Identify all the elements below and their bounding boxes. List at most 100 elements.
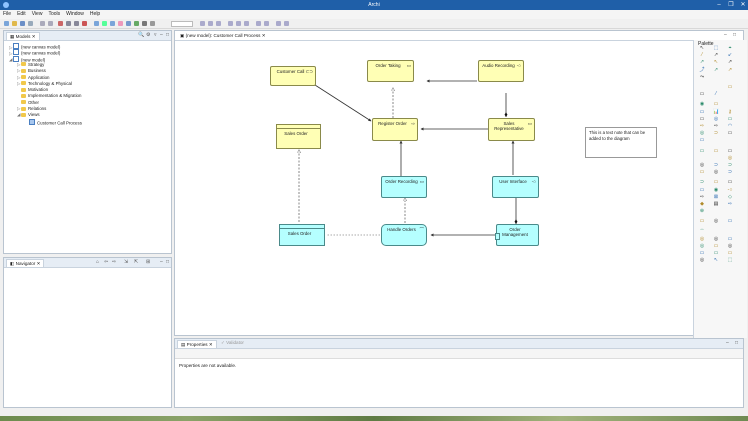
tree-item[interactable]: ▷(new canvas model) (9, 43, 60, 51)
palette-tool-icon[interactable]: ▭ (727, 218, 733, 225)
expanded-arrow-icon[interactable]: ◢ (9, 57, 13, 63)
palette-tool-icon[interactable]: ◎ (713, 115, 719, 122)
diagram-canvas[interactable]: Customer Call⊂⊃ Order Taking▭ Audio Reco… (175, 41, 693, 335)
align-right-icon[interactable] (216, 21, 221, 26)
palette-tool-icon[interactable]: ▭ (699, 250, 705, 257)
palette-tool-icon[interactable]: ◎ (699, 243, 705, 249)
palette-tool-icon[interactable]: ↗ (727, 59, 733, 66)
palette-tool-icon[interactable]: ▭ (699, 186, 705, 193)
palette-tool-icon[interactable]: ⤴ (699, 66, 705, 73)
validator-tab[interactable]: ✓ Validator (221, 340, 244, 345)
collapsed-arrow-icon[interactable]: ▷ (9, 44, 13, 50)
palette-tool-icon[interactable]: ⬚ (727, 257, 733, 264)
search-icon[interactable] (150, 21, 155, 26)
palette-tool-icon[interactable]: ⇨ (699, 193, 705, 200)
palette-tool-icon[interactable]: ◎ (713, 218, 719, 225)
palette-tool-icon[interactable]: ▭ (699, 169, 705, 176)
tree-item[interactable]: Implementation & Migration (17, 93, 81, 98)
palette-tool-icon[interactable]: ▭ (727, 130, 733, 137)
view-menu-icon[interactable]: ▿ (154, 32, 157, 38)
undo-icon[interactable] (40, 21, 45, 26)
palette-tool-icon[interactable]: ◎ (699, 257, 705, 264)
palette-tool-icon[interactable]: ◎ (699, 162, 705, 168)
palette-tool-icon[interactable]: ▤ (713, 201, 719, 207)
palette-tool-icon[interactable]: ⇨ (713, 123, 719, 129)
delete-icon[interactable] (82, 21, 87, 26)
open-icon[interactable] (12, 21, 17, 26)
home-icon[interactable]: ⌂ (96, 259, 100, 265)
align-bottom-icon[interactable] (244, 21, 249, 26)
close-icon[interactable]: ✕ (740, 2, 746, 8)
palette-tool-icon[interactable]: ◉ (699, 101, 705, 108)
tree-item[interactable]: ▷Application (17, 75, 49, 81)
palette-tool-icon[interactable]: ↖ (713, 59, 719, 66)
navigator-icon[interactable] (118, 21, 123, 26)
models-tab[interactable]: ▦ Models ✕ (6, 32, 40, 40)
palette-tool-icon[interactable]: ↖ (699, 45, 705, 51)
align-middle-icon[interactable] (236, 21, 241, 26)
menu-edit[interactable]: Edit (17, 11, 26, 17)
palette-tool-icon[interactable]: ◎ (713, 235, 719, 242)
register-order-node[interactable]: Register Order⇨ (372, 118, 418, 141)
collapsed-arrow-icon[interactable]: ▷ (17, 80, 21, 86)
palette-tool-icon[interactable] (713, 156, 719, 161)
maximize-panel-icon[interactable]: □ (166, 32, 170, 38)
tree-item[interactable]: ◢Views (17, 112, 40, 118)
palette-tool-icon[interactable]: ▭ (713, 179, 719, 186)
menu-window[interactable]: Window (66, 11, 84, 17)
palette-tool-icon[interactable]: ▭ (727, 84, 733, 90)
palette-tool-icon[interactable]: ▭ (713, 243, 719, 249)
navigator-tab[interactable]: ◧ Navigator ✕ (6, 259, 45, 267)
outline-icon[interactable] (110, 21, 115, 26)
properties-tab[interactable]: ▤ Properties ✕ (177, 340, 217, 348)
sales-order-biz-node[interactable]: Sales Order (276, 124, 321, 149)
back-icon[interactable]: ⇦ (104, 259, 109, 265)
default-size-icon[interactable] (276, 21, 281, 26)
maximize-panel-icon[interactable]: □ (166, 259, 170, 265)
palette-tool-icon[interactable]: ▭ (727, 235, 733, 242)
palette-tool-icon[interactable]: ▭ (699, 218, 705, 225)
menu-view[interactable]: View (31, 11, 43, 17)
palette-tool-icon[interactable]: ◇ (728, 193, 732, 200)
palette-tool-icon[interactable]: ⊃ (727, 162, 733, 168)
palette-tool-icon[interactable]: ▭ (713, 101, 719, 108)
palette-tool-icon[interactable]: ⚷ (728, 108, 732, 115)
save-icon[interactable] (20, 21, 25, 26)
minimize-panel-icon[interactable]: – (726, 340, 729, 346)
new-icon[interactable] (4, 21, 9, 26)
zoom-combo[interactable] (171, 21, 193, 27)
palette-tool-icon[interactable]: ⊃ (699, 179, 705, 186)
palette-tool-icon[interactable]: ◉ (713, 186, 719, 193)
search-icon[interactable]: 🔍 (138, 32, 145, 38)
palette-tool-icon[interactable]: ↖ (713, 257, 719, 264)
models-tree-icon[interactable] (94, 21, 99, 26)
hints-icon[interactable] (142, 21, 147, 26)
palette-tool-icon[interactable]: ↗ (713, 52, 719, 59)
audio-recording-node[interactable]: Audio Recording-○ (478, 60, 524, 82)
palette-tool-icon[interactable]: ▭ (727, 115, 733, 122)
diagram-note[interactable]: This is a text note that can be added to… (585, 127, 657, 158)
filter-icon[interactable]: ⚙ (146, 32, 151, 38)
tree-item[interactable]: ▷Technology & Physical (17, 81, 72, 87)
palette-tool-icon[interactable]: ⊠ (713, 193, 719, 200)
menu-tools[interactable]: Tools (48, 11, 61, 17)
palette-tool-icon[interactable]: ⊃ (727, 169, 733, 176)
menu-file[interactable]: File (3, 11, 12, 17)
tree-item[interactable]: Other (17, 100, 39, 105)
palette-tool-icon[interactable]: ◎ (727, 243, 733, 249)
palette-tool-icon[interactable]: ◎ (699, 235, 705, 242)
order-recording-node[interactable]: Order Recording▭ (381, 176, 427, 198)
tree-item[interactable]: Customer Call Process (25, 118, 82, 125)
palette-tool-icon[interactable] (699, 156, 705, 161)
palette-tool-icon[interactable]: ⌖ (728, 45, 732, 51)
customer-call-node[interactable]: Customer Call⊂⊃ (270, 66, 316, 86)
palette-tool-icon[interactable] (727, 102, 733, 107)
match-width-icon[interactable] (256, 21, 261, 26)
palette-tool-icon[interactable]: ⇨ (727, 201, 733, 207)
order-taking-node[interactable]: Order Taking▭ (367, 60, 414, 82)
palette-tool-icon[interactable]: 📊 (713, 108, 720, 115)
pin-icon[interactable]: ⊞ (146, 259, 151, 265)
maximize-panel-icon[interactable]: □ (733, 32, 737, 38)
editor-tab[interactable]: ▣ (new model): Customer Call Process ✕ (177, 32, 269, 39)
palette-tool-icon[interactable] (713, 85, 719, 90)
